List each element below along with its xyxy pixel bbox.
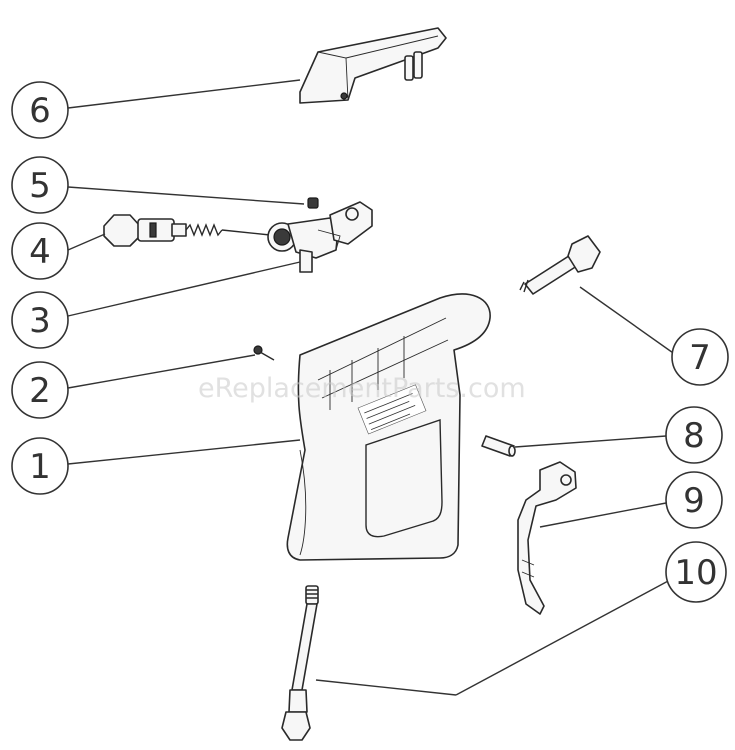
- callout-3: 3: [11, 291, 69, 349]
- part-9-safety-latch: [517, 461, 577, 615]
- leader-line-4: [67, 233, 106, 251]
- callout-7: 7: [671, 328, 729, 386]
- part-1-gun-handle: [286, 293, 491, 561]
- svg-text:9: 9: [683, 481, 705, 521]
- leader-line-3: [67, 261, 301, 317]
- part-10-extension-tube: [281, 585, 319, 741]
- leader-line-5: [67, 186, 305, 205]
- callout-1: 1: [11, 437, 69, 495]
- callout-10: 10: [665, 541, 727, 603]
- leader-line-2: [67, 354, 256, 389]
- leader-line-1: [67, 439, 301, 465]
- svg-text:6: 6: [29, 91, 51, 131]
- part-8-pin: [481, 435, 516, 457]
- part-6-trigger-lever: [299, 27, 447, 104]
- part-5-set-screw: [307, 197, 319, 209]
- leader-line-7: [579, 286, 677, 356]
- callout-4: 4: [11, 222, 69, 280]
- callout-9: 9: [665, 471, 723, 529]
- watermark-text: eReplacementParts.com: [198, 373, 526, 404]
- svg-text:7: 7: [689, 338, 711, 378]
- part-2-screw: [253, 345, 275, 361]
- leader-line-6: [67, 79, 301, 109]
- svg-text:8: 8: [683, 416, 705, 456]
- svg-text:1: 1: [29, 447, 51, 487]
- leader-line-10b: [315, 679, 457, 696]
- callout-2: 2: [11, 361, 69, 419]
- part-3-valve-body: [267, 201, 373, 273]
- svg-text:3: 3: [29, 301, 51, 341]
- svg-text:10: 10: [674, 553, 717, 593]
- leader-line-9: [539, 502, 667, 528]
- callout-5: 5: [11, 156, 69, 214]
- part-7-inlet-fitting: [519, 235, 601, 295]
- callout-8: 8: [665, 406, 723, 464]
- svg-text:4: 4: [29, 232, 51, 272]
- svg-text:5: 5: [29, 166, 51, 206]
- part-4-valve-stem: [103, 214, 271, 247]
- leader-line-8: [514, 435, 667, 448]
- callout-6: 6: [11, 81, 69, 139]
- leader-line-10: [455, 579, 671, 696]
- svg-text:2: 2: [29, 371, 51, 411]
